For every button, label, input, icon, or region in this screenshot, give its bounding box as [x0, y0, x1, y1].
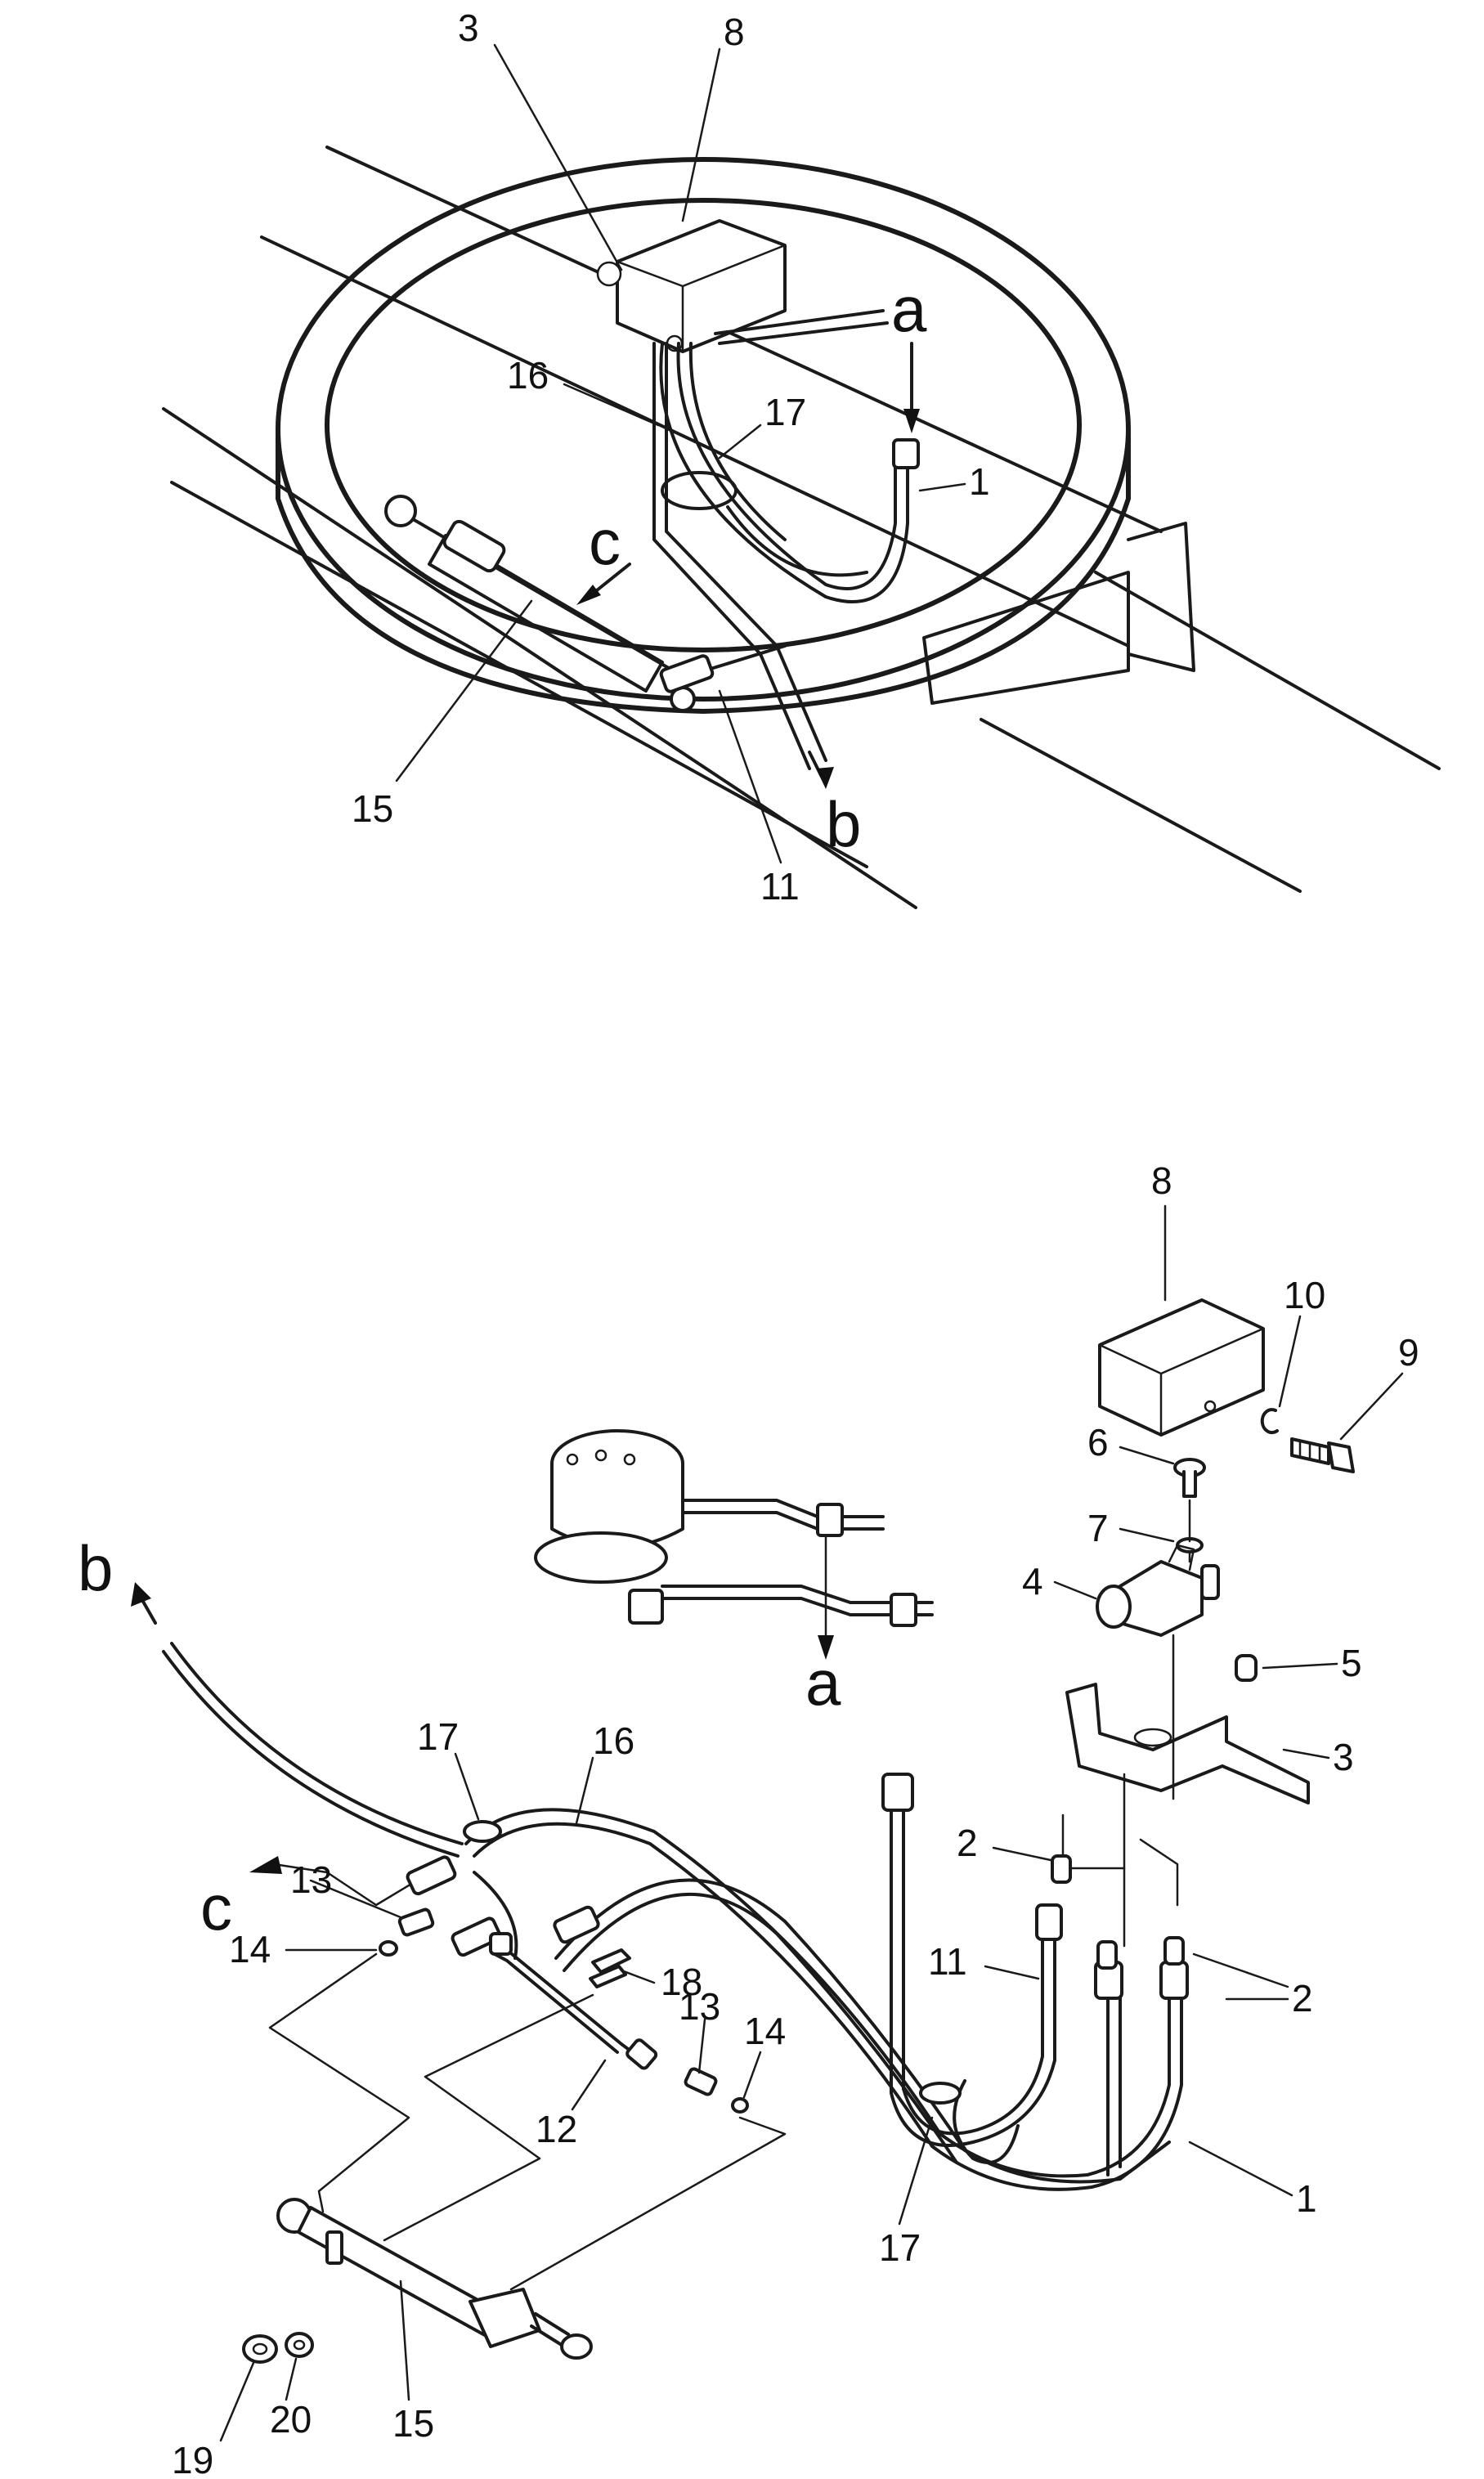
- exploded-parts-view: 8 10 9 6 7 4 5 3 b a 17 16 c 2 13 18 14 …: [78, 1159, 1419, 2479]
- callout-top-11: 11: [760, 865, 800, 908]
- bolt-6: [1173, 1458, 1206, 1498]
- callout-18: 18: [661, 1961, 702, 2003]
- callout-top-17: 17: [764, 391, 806, 433]
- callout-b: b: [78, 1532, 113, 1604]
- routing-lines: [268, 1952, 787, 2291]
- callout-15: 15: [392, 2402, 434, 2445]
- cylinder-installed: [384, 495, 787, 712]
- callout-17-bottom: 17: [879, 2226, 921, 2269]
- callout-top-3: 3: [458, 7, 479, 49]
- hose-bundle: [406, 1773, 1189, 2191]
- callout-9: 9: [1398, 1331, 1419, 1374]
- callout-top-1: 1: [969, 460, 990, 503]
- callout-4: 4: [1022, 1560, 1043, 1603]
- fittings-2: [1051, 1854, 1185, 1970]
- callout-16: 16: [593, 1719, 634, 1762]
- washer-20: [285, 2332, 314, 2358]
- callout-13-left: 13: [290, 1858, 332, 1901]
- callout-3: 3: [1333, 1736, 1354, 1778]
- bolt-9: [1290, 1437, 1355, 1473]
- callout-2-right: 2: [1292, 1977, 1313, 2020]
- callout-top-b: b: [826, 788, 861, 860]
- leaders-top: [395, 43, 966, 864]
- arrows-top: [576, 309, 920, 789]
- hose-b: [131, 1582, 464, 1858]
- callout-c: c: [200, 1872, 232, 1943]
- callout-1: 1: [1296, 2177, 1317, 2220]
- callout-5: 5: [1341, 1642, 1362, 1684]
- pump-unit: [534, 1429, 934, 1660]
- callout-top-8: 8: [724, 11, 745, 53]
- valve-cover-installed: [596, 219, 787, 353]
- callout-top-a: a: [891, 273, 927, 345]
- valve-cover-8: [1098, 1298, 1265, 1437]
- callout-11: 11: [928, 1940, 967, 1983]
- callout-6: 6: [1087, 1421, 1109, 1464]
- callout-7: 7: [1087, 1507, 1109, 1549]
- callout-top-c: c: [589, 506, 621, 578]
- circle-ring: [276, 157, 1131, 714]
- callout-14-right: 14: [744, 2010, 786, 2052]
- valve-4: [1096, 1544, 1220, 1637]
- nut-19: [242, 2334, 278, 2364]
- callout-13-right: 13: [679, 1985, 720, 2028]
- callout-17-top: 17: [417, 1715, 459, 1758]
- callout-a: a: [805, 1647, 841, 1719]
- callout-12: 12: [536, 2108, 577, 2150]
- leaders-bottom: [219, 1204, 1404, 2442]
- callout-top-16: 16: [507, 354, 549, 397]
- callout-8: 8: [1151, 1159, 1172, 1202]
- callout-20: 20: [270, 2398, 312, 2441]
- callout-14-left: 14: [229, 1928, 271, 1970]
- plug-5: [1235, 1654, 1258, 1682]
- callout-10: 10: [1284, 1274, 1325, 1316]
- bracket-3: [1065, 1683, 1310, 1804]
- hose-c-arrow: [249, 1856, 419, 1907]
- callout-top-15: 15: [352, 787, 393, 830]
- tube-assembly-12: [379, 1907, 749, 2114]
- washer-10: [1260, 1408, 1279, 1435]
- callout-19: 19: [172, 2439, 213, 2479]
- cylinder-15: [276, 2198, 593, 2360]
- callout-2-left: 2: [957, 1822, 978, 1864]
- top-assembly-view: 3 8 a 16 17 1 c 15 b 11: [162, 7, 1441, 909]
- hoses-installed: [652, 342, 920, 770]
